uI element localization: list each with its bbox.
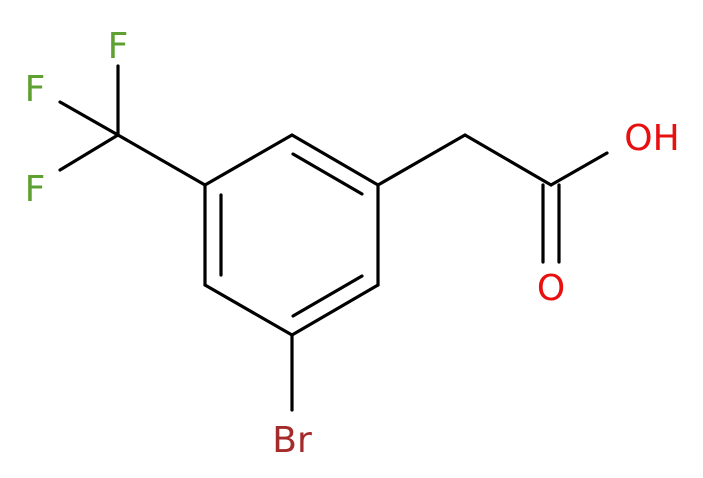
cf-bond: [58, 133, 120, 172]
fluorine-label-left: F: [25, 69, 46, 110]
carbonyl-oxygen-label: O: [537, 268, 565, 309]
aromatic-inner-bond: [291, 274, 364, 318]
fluorine-label-bottom: F: [25, 169, 46, 210]
ring-bond: [290, 283, 380, 337]
ch2-bond: [376, 133, 467, 187]
bond-lines: [58, 64, 609, 412]
ring-bond: [203, 133, 294, 187]
c-oh-bond: [549, 151, 609, 187]
cf-bond: [58, 100, 120, 137]
ring-bond: [290, 133, 380, 187]
fluorine-label-top: F: [108, 26, 129, 67]
hydroxyl-label: OH: [624, 118, 679, 159]
ring-bond: [203, 283, 294, 337]
atom-labels: F F F OH O Br: [25, 26, 680, 461]
aromatic-inner-bond: [291, 152, 364, 196]
cf3-bond: [116, 133, 207, 187]
bromine-label: Br: [272, 420, 312, 461]
ch2-bond: [463, 133, 553, 187]
